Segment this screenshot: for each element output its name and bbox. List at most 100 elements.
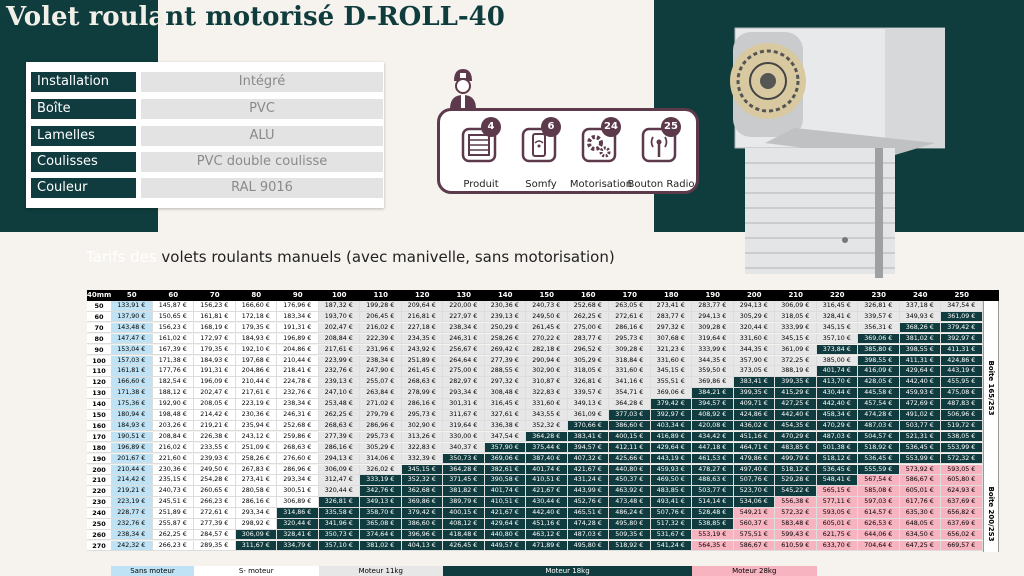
price-cell: 242,32 €: [111, 540, 153, 552]
price-cell: 226,38 €: [194, 431, 236, 443]
price-cell: 227,97 €: [443, 311, 485, 323]
price-cell: 282,18 €: [526, 344, 568, 356]
price-cell: 585,08 €: [858, 486, 900, 497]
row-header: 250: [87, 519, 111, 530]
price-cell: 286,16 €: [318, 442, 360, 454]
price-cell: 656,02 €: [941, 529, 983, 541]
price-cell: 184,93 €: [111, 420, 153, 432]
price-cell: 196,09 €: [194, 377, 236, 388]
price-cell: 168,19 €: [194, 322, 236, 334]
price-cell: 180,94 €: [111, 410, 153, 421]
price-cell: 357,90 €: [484, 442, 526, 454]
price-cell: 426,45 €: [443, 540, 485, 552]
price-cell: 553,99 €: [899, 453, 941, 465]
price-cell: 268,63 €: [318, 420, 360, 432]
corner-header: 40mm: [87, 290, 112, 301]
price-cell: 316,45 €: [484, 399, 526, 410]
price-cell: 529,28 €: [775, 475, 817, 486]
price-cell: 250,29 €: [484, 322, 526, 334]
price-cell: 509,35 €: [609, 529, 651, 541]
price-cell: 297,32 €: [484, 377, 526, 388]
price-cell: 442,40 €: [526, 508, 568, 519]
price-cell: 478,27 €: [692, 464, 734, 475]
price-cell: 365,08 €: [360, 519, 402, 530]
price-cell: 497,40 €: [733, 464, 775, 475]
price-cell: 320,44 €: [733, 322, 775, 334]
price-cell: 326,81 €: [318, 497, 360, 508]
price-cell: 483,85 €: [775, 442, 817, 454]
row-header: 80: [87, 333, 111, 345]
price-cell: 518,92 €: [858, 442, 900, 454]
price-cell: 399,35 €: [733, 388, 775, 399]
price-cell: 238,34 €: [111, 529, 153, 541]
price-cell: 361,09 €: [567, 410, 609, 421]
row-header: 200: [87, 464, 111, 475]
price-cell: 220,00 €: [443, 301, 485, 312]
price-cell: 339,57 €: [567, 388, 609, 399]
price-cell: 407,32 €: [567, 453, 609, 465]
row-header: 150: [87, 410, 111, 421]
price-cell: 404,13 €: [401, 540, 443, 552]
price-cell: 222,39 €: [360, 333, 402, 345]
column-header: 50: [111, 290, 153, 301]
price-cell: 370,66 €: [567, 420, 609, 432]
feature-label: Bouton Radio: [627, 179, 695, 190]
price-cell: 593,05 €: [941, 464, 983, 475]
price-cell: 528,48 €: [692, 508, 734, 519]
price-cell: 621,75 €: [816, 529, 858, 541]
price-cell: 704,64 €: [858, 540, 900, 552]
price-cell: 261,45 €: [401, 366, 443, 377]
price-cell: 133,91 €: [111, 301, 153, 312]
price-cell: 429,64 €: [899, 366, 941, 377]
price-cell: 143,48 €: [111, 322, 153, 334]
price-cell: 454,35 €: [775, 420, 817, 432]
price-cell: 474,28 €: [858, 410, 900, 421]
price-cell: 451,16 €: [526, 519, 568, 530]
price-cell: 190,51 €: [111, 431, 153, 443]
price-cell: 331,60 €: [609, 366, 651, 377]
price-cell: 283,77 €: [650, 311, 692, 323]
price-cell: 381,82 €: [443, 486, 485, 497]
column-header: 100: [318, 290, 360, 301]
price-cell: 238,34 €: [277, 399, 319, 410]
price-cell: 369,86 €: [401, 497, 443, 508]
price-cell: 357,10 €: [318, 540, 360, 552]
price-cell: 252,68 €: [277, 420, 319, 432]
price-cell: 548,41 €: [816, 475, 858, 486]
price-cell: 238,34 €: [360, 355, 402, 366]
column-header: 140: [484, 290, 526, 301]
column-header-blank: [982, 290, 999, 301]
price-cell: 322,83 €: [401, 442, 443, 454]
price-cell: 295,73 €: [401, 410, 443, 421]
price-cell: 312,47 €: [318, 475, 360, 486]
price-cell: 583,48 €: [775, 519, 817, 530]
row-header: 130: [87, 388, 111, 399]
price-cell: 545,22 €: [775, 486, 817, 497]
radio-antenna-icon: [641, 127, 677, 163]
price-cell: 392,97 €: [941, 333, 983, 345]
price-cell: 386,60 €: [609, 420, 651, 432]
price-cell: 399,35 €: [775, 377, 817, 388]
price-cell: 216,02 €: [152, 442, 194, 454]
price-cell: 204,86 €: [277, 344, 319, 356]
price-cell: 231,96 €: [360, 344, 402, 356]
price-cell: 472,69 €: [899, 399, 941, 410]
price-cell: 605,01 €: [899, 486, 941, 497]
column-header: 160: [567, 290, 609, 301]
price-cell: 280,58 €: [235, 486, 277, 497]
row-header: 100: [87, 355, 111, 366]
price-cell: 161,02 €: [152, 333, 194, 345]
price-cell: 305,29 €: [567, 355, 609, 366]
price-cell: 294,13 €: [692, 311, 734, 323]
price-cell: 424,86 €: [941, 355, 983, 366]
price-cell: 307,68 €: [650, 333, 692, 345]
price-cell: 536,45 €: [816, 464, 858, 475]
price-cell: 586,67 €: [733, 540, 775, 552]
price-cell: 289,35 €: [194, 540, 236, 552]
price-cell: 318,05 €: [775, 311, 817, 323]
price-cell: 577,11 €: [816, 497, 858, 508]
price-cell: 553,99 €: [941, 442, 983, 454]
